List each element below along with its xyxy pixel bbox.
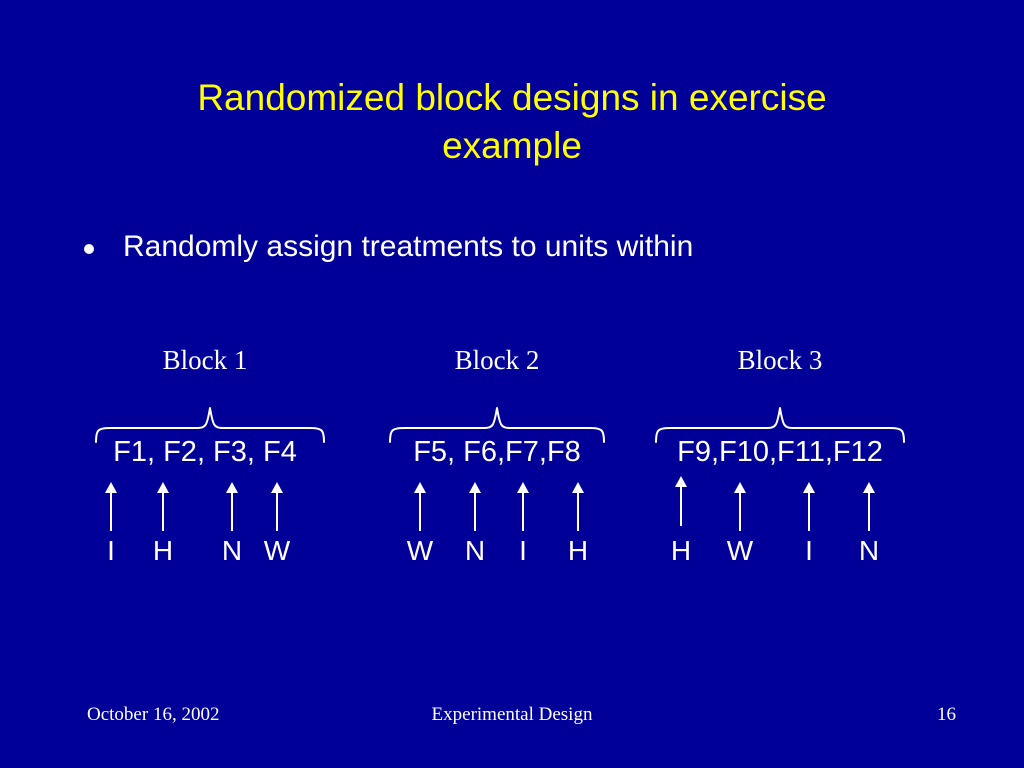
treatment-letter-b3-3: I [805,535,813,566]
group-brace-block-1 [95,407,325,443]
bullet-list-item: Randomly assign treatments to units with… [84,228,964,266]
treatment-letter-b2-1: W [406,535,434,566]
units-label-block-2: F5, F6,F7,F8 [413,436,581,468]
treatment-letter-b3-4: N [858,535,880,566]
page-title: Randomized block designs in exercise exa… [197,77,827,166]
group-brace-block-3 [655,407,905,443]
slide-footer: October 16, 2002 Experimental Design 16 [0,702,1024,732]
bullet-dot-icon [84,244,94,254]
treatment-letter-b1-1: I [107,535,115,566]
footer-title: Experimental Design [431,704,593,725]
treatment-letter-b1-2: H [152,535,174,566]
treatment-letter-b1-3: N [221,535,243,566]
block-label-1: Block 1 [162,345,248,375]
treatment-letter-b3-2: W [726,535,754,566]
treatment-letter-b3-1: H [670,535,692,566]
treatment-letter-b2-2: N [464,535,486,566]
block-label-3: Block 3 [737,345,823,375]
assignment-arrows [105,476,875,531]
units-label-block-3: F9,F10,F11,F12 [677,436,883,468]
block-label-2: Block 2 [454,345,540,375]
treatment-letter-b1-4: W [263,535,291,566]
treatment-letter-b2-4: H [567,535,589,566]
group-brace-block-2 [389,407,605,443]
units-label-block-1: F1, F2, F3, F4 [113,436,297,468]
bullet-text: Randomly assign treatments to units with… [123,230,694,263]
footer-page-number: 16 [937,704,956,725]
footer-date: October 16, 2002 [87,704,220,725]
treatment-letter-b2-3: I [519,535,527,566]
